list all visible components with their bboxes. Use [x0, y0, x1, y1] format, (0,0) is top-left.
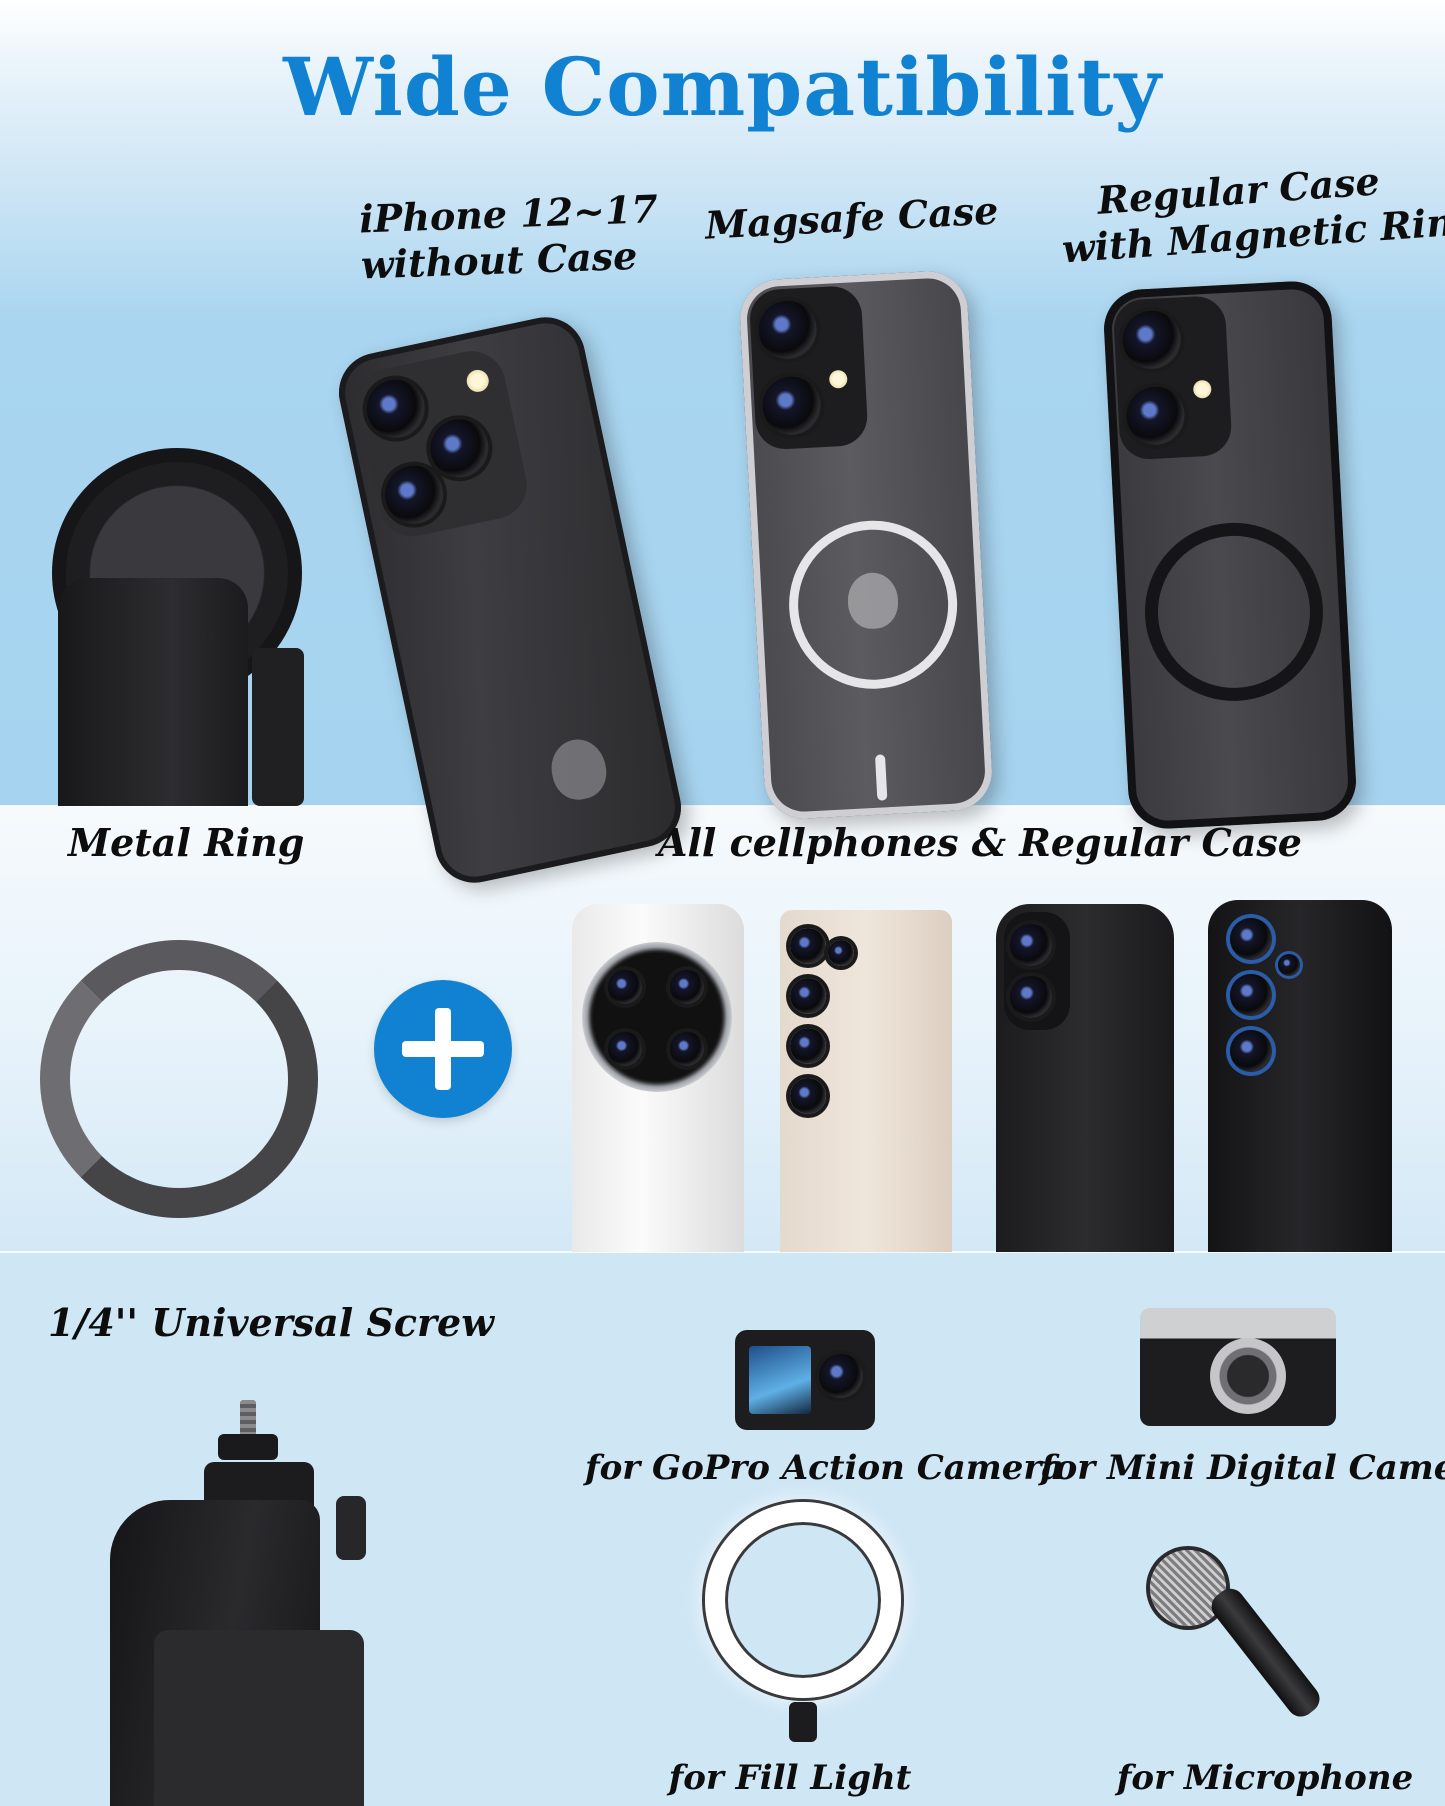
plus-bar [402, 1041, 484, 1057]
beige-phone-image [780, 910, 952, 1252]
black-android-phone-image [1208, 900, 1392, 1252]
camera-lens-icon [1010, 976, 1052, 1018]
camera-lens-icon [670, 1032, 704, 1066]
camera-lens-icon [1210, 1338, 1286, 1414]
regular-case-phone-image [1102, 279, 1358, 831]
camera-lens-icon [790, 978, 826, 1014]
camera-lens-icon [1278, 954, 1300, 976]
mount-body [58, 578, 248, 806]
magsafe-alignment-mark [874, 754, 888, 801]
black-case-phone-image [996, 904, 1174, 1252]
camera-lens-icon [608, 1032, 642, 1066]
section-divider [0, 1251, 1445, 1253]
camera-lens-icon [819, 1354, 863, 1398]
label-line: without Case [360, 232, 639, 288]
section-divider [0, 805, 1445, 807]
camera-lens-icon [790, 1078, 826, 1114]
mini-digital-camera-image [1140, 1308, 1336, 1426]
camera-lens-icon [1230, 974, 1272, 1016]
metal-ring-image [40, 940, 318, 1218]
white-phone-image [572, 904, 744, 1252]
plus-icon [374, 980, 512, 1118]
camera-lens-icon [828, 940, 854, 966]
camera-lens-icon [1230, 918, 1272, 960]
label-universal-screw: 1/4'' Universal Screw [48, 1300, 494, 1345]
camera-lens-icon [1230, 1030, 1272, 1072]
tripod-mount-image [110, 1400, 420, 1806]
camera-lens-icon [790, 928, 826, 964]
mount-base [154, 1630, 364, 1806]
mount-side [252, 648, 304, 806]
fill-light-image [705, 1502, 901, 1756]
camera-module [582, 942, 732, 1092]
page-title: Wide Compatibility [283, 40, 1162, 134]
magnetic-mount-image [52, 448, 312, 806]
camera-lens-icon [670, 970, 704, 1004]
label-mini-camera: for Mini Digital Camera [1040, 1448, 1445, 1488]
label-iphone-without-case: iPhone 12~17 without Case [358, 186, 658, 288]
screw-knob [218, 1434, 278, 1460]
screw [240, 1400, 256, 1440]
camera-lens-icon [608, 970, 642, 1004]
light-mount [789, 1702, 817, 1742]
mic-handle [1206, 1583, 1326, 1723]
ring-light [705, 1502, 901, 1698]
label-fill-light: for Fill Light [668, 1758, 912, 1798]
camera-lens-icon [790, 1028, 826, 1064]
gopro-camera-image [735, 1330, 875, 1430]
label-gopro: for GoPro Action Camera [585, 1448, 1064, 1488]
tension-knob [336, 1496, 366, 1560]
label-all-cellphones: All cellphones & Regular Case [658, 820, 1302, 865]
microphone-image [1150, 1550, 1350, 1750]
magnetic-ring [1140, 518, 1328, 706]
label-microphone: for Microphone [1116, 1758, 1414, 1798]
magsafe-case-phone-image [738, 269, 994, 821]
camera-screen [749, 1346, 811, 1414]
camera-lens-icon [1010, 924, 1052, 966]
label-metal-ring: Metal Ring [68, 820, 305, 865]
apple-logo-icon [546, 734, 612, 805]
